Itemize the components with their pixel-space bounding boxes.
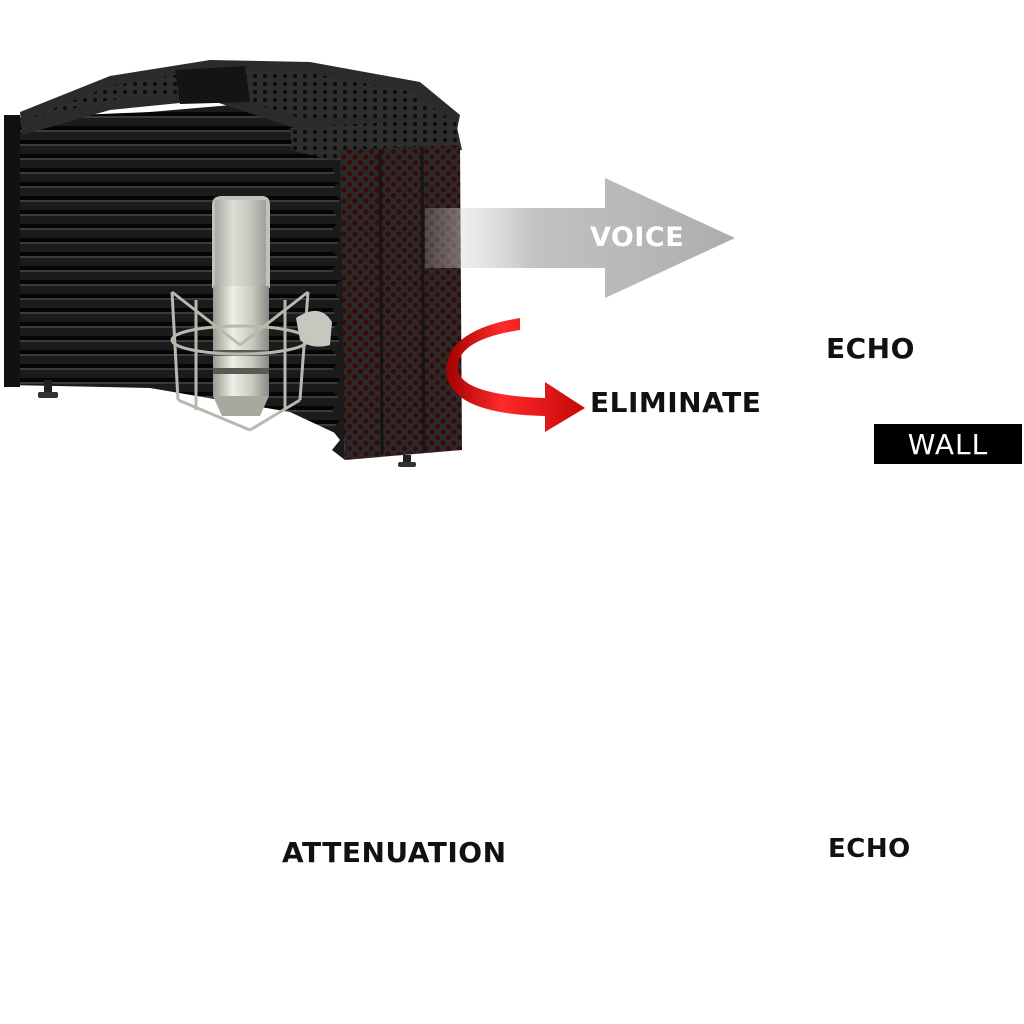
wall-label: WALL [874, 424, 1022, 464]
isolation-shield-top [4, 60, 462, 467]
noise-label: NOISE [386, 690, 482, 721]
perforated-panel [340, 145, 462, 460]
curved-arrow-icon [446, 318, 585, 432]
eliminate-label: ELIMINATE [590, 386, 762, 419]
voice-arrow [425, 178, 735, 298]
attenuation-label: ATTENUATION [282, 836, 507, 869]
microphone-icon [170, 196, 332, 432]
echo-label-top: ECHO [826, 332, 915, 365]
echo-label-bottom: ECHO [828, 834, 911, 864]
shield-edge [4, 115, 20, 387]
voice-label: VOICE [590, 222, 685, 253]
